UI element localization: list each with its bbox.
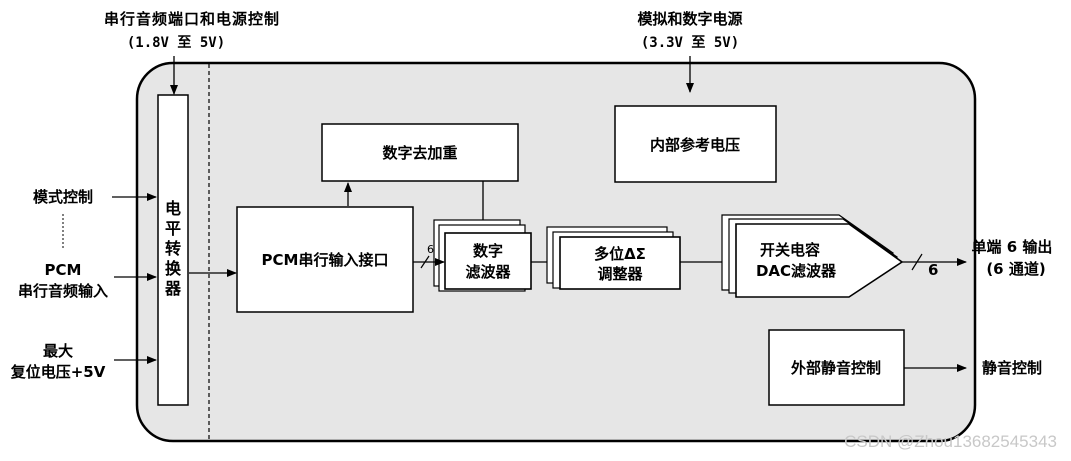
modulator-block [559, 236, 681, 290]
dac-filter-block [735, 223, 904, 298]
level-shifter-char: 换 [165, 259, 182, 278]
internal-reference-block [614, 105, 777, 183]
deemphasis-label: 数字去加重 [382, 144, 457, 162]
deemphasis-block [321, 123, 519, 182]
mode-control-label: 模式控制 [33, 188, 93, 206]
bus-slash-1 [420, 255, 430, 269]
digital-filter-label-2: 滤波器 [465, 263, 511, 281]
pcm-input-label-2: 串行音频输入 [18, 282, 108, 300]
modulator-label-2: 调整器 [597, 265, 643, 283]
pcm-input-label: PCM [45, 261, 82, 279]
single-end-output-label: 单端 6 输出 [972, 238, 1053, 256]
watermark: CSDN @Zhou13682545343 [844, 432, 1057, 451]
max-reset-label: 最大 [43, 342, 73, 360]
serial-port-power-label: 串行音频端口和电源控制 [104, 10, 280, 28]
level-shifter-block [157, 94, 189, 406]
bus-slash-2 [911, 253, 923, 271]
external-mute-block [768, 329, 905, 406]
level-shifter-char: 器 [164, 279, 182, 298]
analog-digital-supply-label: 模拟和数字电源 [637, 10, 742, 28]
internal-reference-label: 内部参考电压 [650, 136, 740, 154]
digital-filter-block [444, 232, 532, 290]
dac-filter-label: 开关电容 [760, 241, 820, 259]
bus-width-2: 6 [928, 261, 938, 279]
max-reset-label-2: 复位电压+5V [10, 363, 106, 381]
serial-port-power-range: (1.8V 至 5V) [127, 35, 225, 51]
single-end-output-label-2: (6 通道) [986, 260, 1045, 278]
bus-width-1: 6 [427, 243, 434, 256]
pcm-interface-block [236, 206, 414, 313]
pcm-interface-label: PCM串行输入接口 [262, 251, 389, 269]
mute-control-label: 静音控制 [982, 359, 1042, 377]
modulator-label: 多位ΔΣ [594, 245, 646, 263]
level-shifter-char: 平 [165, 219, 181, 238]
level-shifter-char: 电 [165, 199, 181, 218]
level-shifter-char: 转 [165, 239, 181, 258]
dac-filter-label-2: DAC滤波器 [756, 262, 837, 280]
digital-filter-label: 数字 [473, 242, 503, 260]
external-mute-label: 外部静音控制 [790, 359, 881, 377]
analog-digital-supply-range: (3.3V 至 5V) [641, 35, 739, 51]
